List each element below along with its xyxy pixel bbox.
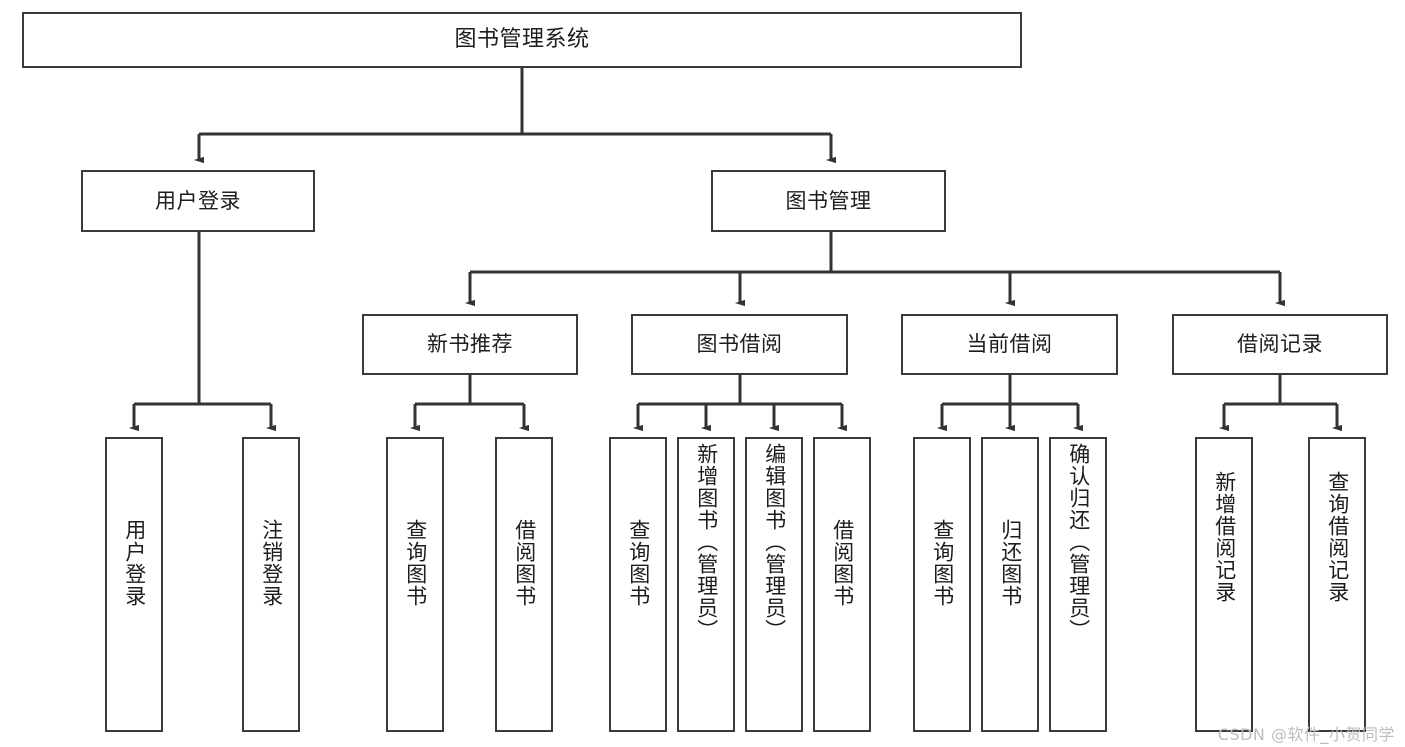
node-book-manage[interactable]: 图书管理 [711,170,946,232]
leaf-user-login-label: 用户登录 [122,519,147,607]
leaf-borrow-book-recommendation-label: 借阅图书 [512,519,537,607]
leaf-query-borrow-record[interactable]: 查询借阅记录 [1308,437,1366,732]
leaf-query-book-borrow[interactable]: 查询图书 [609,437,667,732]
leaf-query-book-borrow-label: 查询图书 [626,519,651,607]
node-book-manage-label: 图书管理 [785,188,872,213]
leaf-edit-book-admin-label: 编辑图书（管理员） [762,443,787,641]
node-new-book-recommendation-label: 新书推荐 [427,332,513,357]
leaf-query-borrow-record-label: 查询借阅记录 [1325,471,1350,603]
node-user-login-label: 用户登录 [155,188,241,213]
leaf-add-borrow-record[interactable]: 新增借阅记录 [1195,437,1253,732]
node-book-borrow-label: 图书借阅 [696,332,783,357]
leaf-query-book-recommendation-label: 查询图书 [403,519,428,607]
node-user-login[interactable]: 用户登录 [81,170,315,232]
node-current-borrow-label: 当前借阅 [966,332,1053,357]
leaf-query-book-current[interactable]: 查询图书 [913,437,971,732]
leaf-add-borrow-record-label: 新增借阅记录 [1212,471,1237,603]
leaf-user-logout[interactable]: 注销登录 [242,437,300,732]
leaf-confirm-return-admin-label: 确认归还（管理员） [1066,443,1091,641]
leaf-borrow-book-borrow[interactable]: 借阅图书 [813,437,871,732]
node-borrow-record-label: 借阅记录 [1237,332,1323,357]
leaf-confirm-return-admin[interactable]: 确认归还（管理员） [1049,437,1107,732]
leaf-borrow-book-recommendation[interactable]: 借阅图书 [495,437,553,732]
node-book-borrow[interactable]: 图书借阅 [631,314,848,375]
node-borrow-record[interactable]: 借阅记录 [1172,314,1388,375]
leaf-user-login[interactable]: 用户登录 [105,437,163,732]
node-new-book-recommendation[interactable]: 新书推荐 [362,314,578,375]
leaf-query-book-current-label: 查询图书 [930,519,955,607]
node-root-label: 图书管理系统 [454,27,590,53]
leaf-add-book-admin-label: 新增图书（管理员） [694,443,719,641]
leaf-return-book-label: 归还图书 [998,519,1023,607]
leaf-borrow-book-borrow-label: 借阅图书 [830,519,855,607]
leaf-query-book-recommendation[interactable]: 查询图书 [386,437,444,732]
leaf-user-logout-label: 注销登录 [259,519,284,607]
leaf-edit-book-admin[interactable]: 编辑图书（管理员） [745,437,803,732]
leaf-return-book[interactable]: 归还图书 [981,437,1039,732]
leaf-add-book-admin[interactable]: 新增图书（管理员） [677,437,735,732]
node-current-borrow[interactable]: 当前借阅 [901,314,1118,375]
csdn-watermark: CSDN @软件_小贺同学 [1217,725,1395,744]
node-root-book-management-system[interactable]: 图书管理系统 [22,12,1022,68]
